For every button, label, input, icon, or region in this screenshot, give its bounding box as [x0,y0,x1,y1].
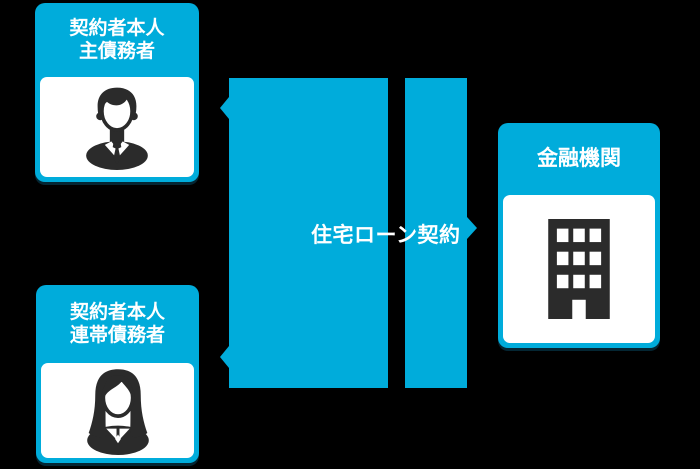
card-joint-debtor-title-line1: 契約者本人 [69,302,165,323]
arrowhead-left-bottom-icon [220,346,229,368]
card-bank-title: 金融機関 [537,147,621,170]
arrowhead-right-icon [467,217,477,239]
card-joint-debtor-header: 契約者本人 連帯債務者 [36,285,199,363]
card-bank-body [503,195,655,343]
card-primary-debtor-header: 契約者本人 主債務者 [35,3,199,77]
loan-arrow-body-main [229,78,388,388]
card-joint-debtor-body [41,363,194,458]
building-icon [548,219,610,319]
card-primary-debtor-body [40,77,194,177]
card-primary-debtor: 契約者本人 主債務者 [35,3,199,182]
card-joint-debtor-title-line2: 連帯債務者 [69,325,165,346]
man-icon [86,87,148,170]
loan-contract-label: 住宅ローン契約 [311,224,461,247]
card-bank: 金融機関 [498,123,660,348]
card-joint-debtor: 契約者本人 連帯債務者 [36,285,199,463]
card-bank-header: 金融機関 [498,123,660,195]
woman-icon [86,368,149,455]
card-primary-debtor-title-line2: 主債務者 [78,41,155,62]
arrowhead-left-top-icon [220,97,229,119]
card-primary-debtor-title-line1: 契約者本人 [69,18,165,39]
loan-arrow-body-bar [405,78,467,388]
